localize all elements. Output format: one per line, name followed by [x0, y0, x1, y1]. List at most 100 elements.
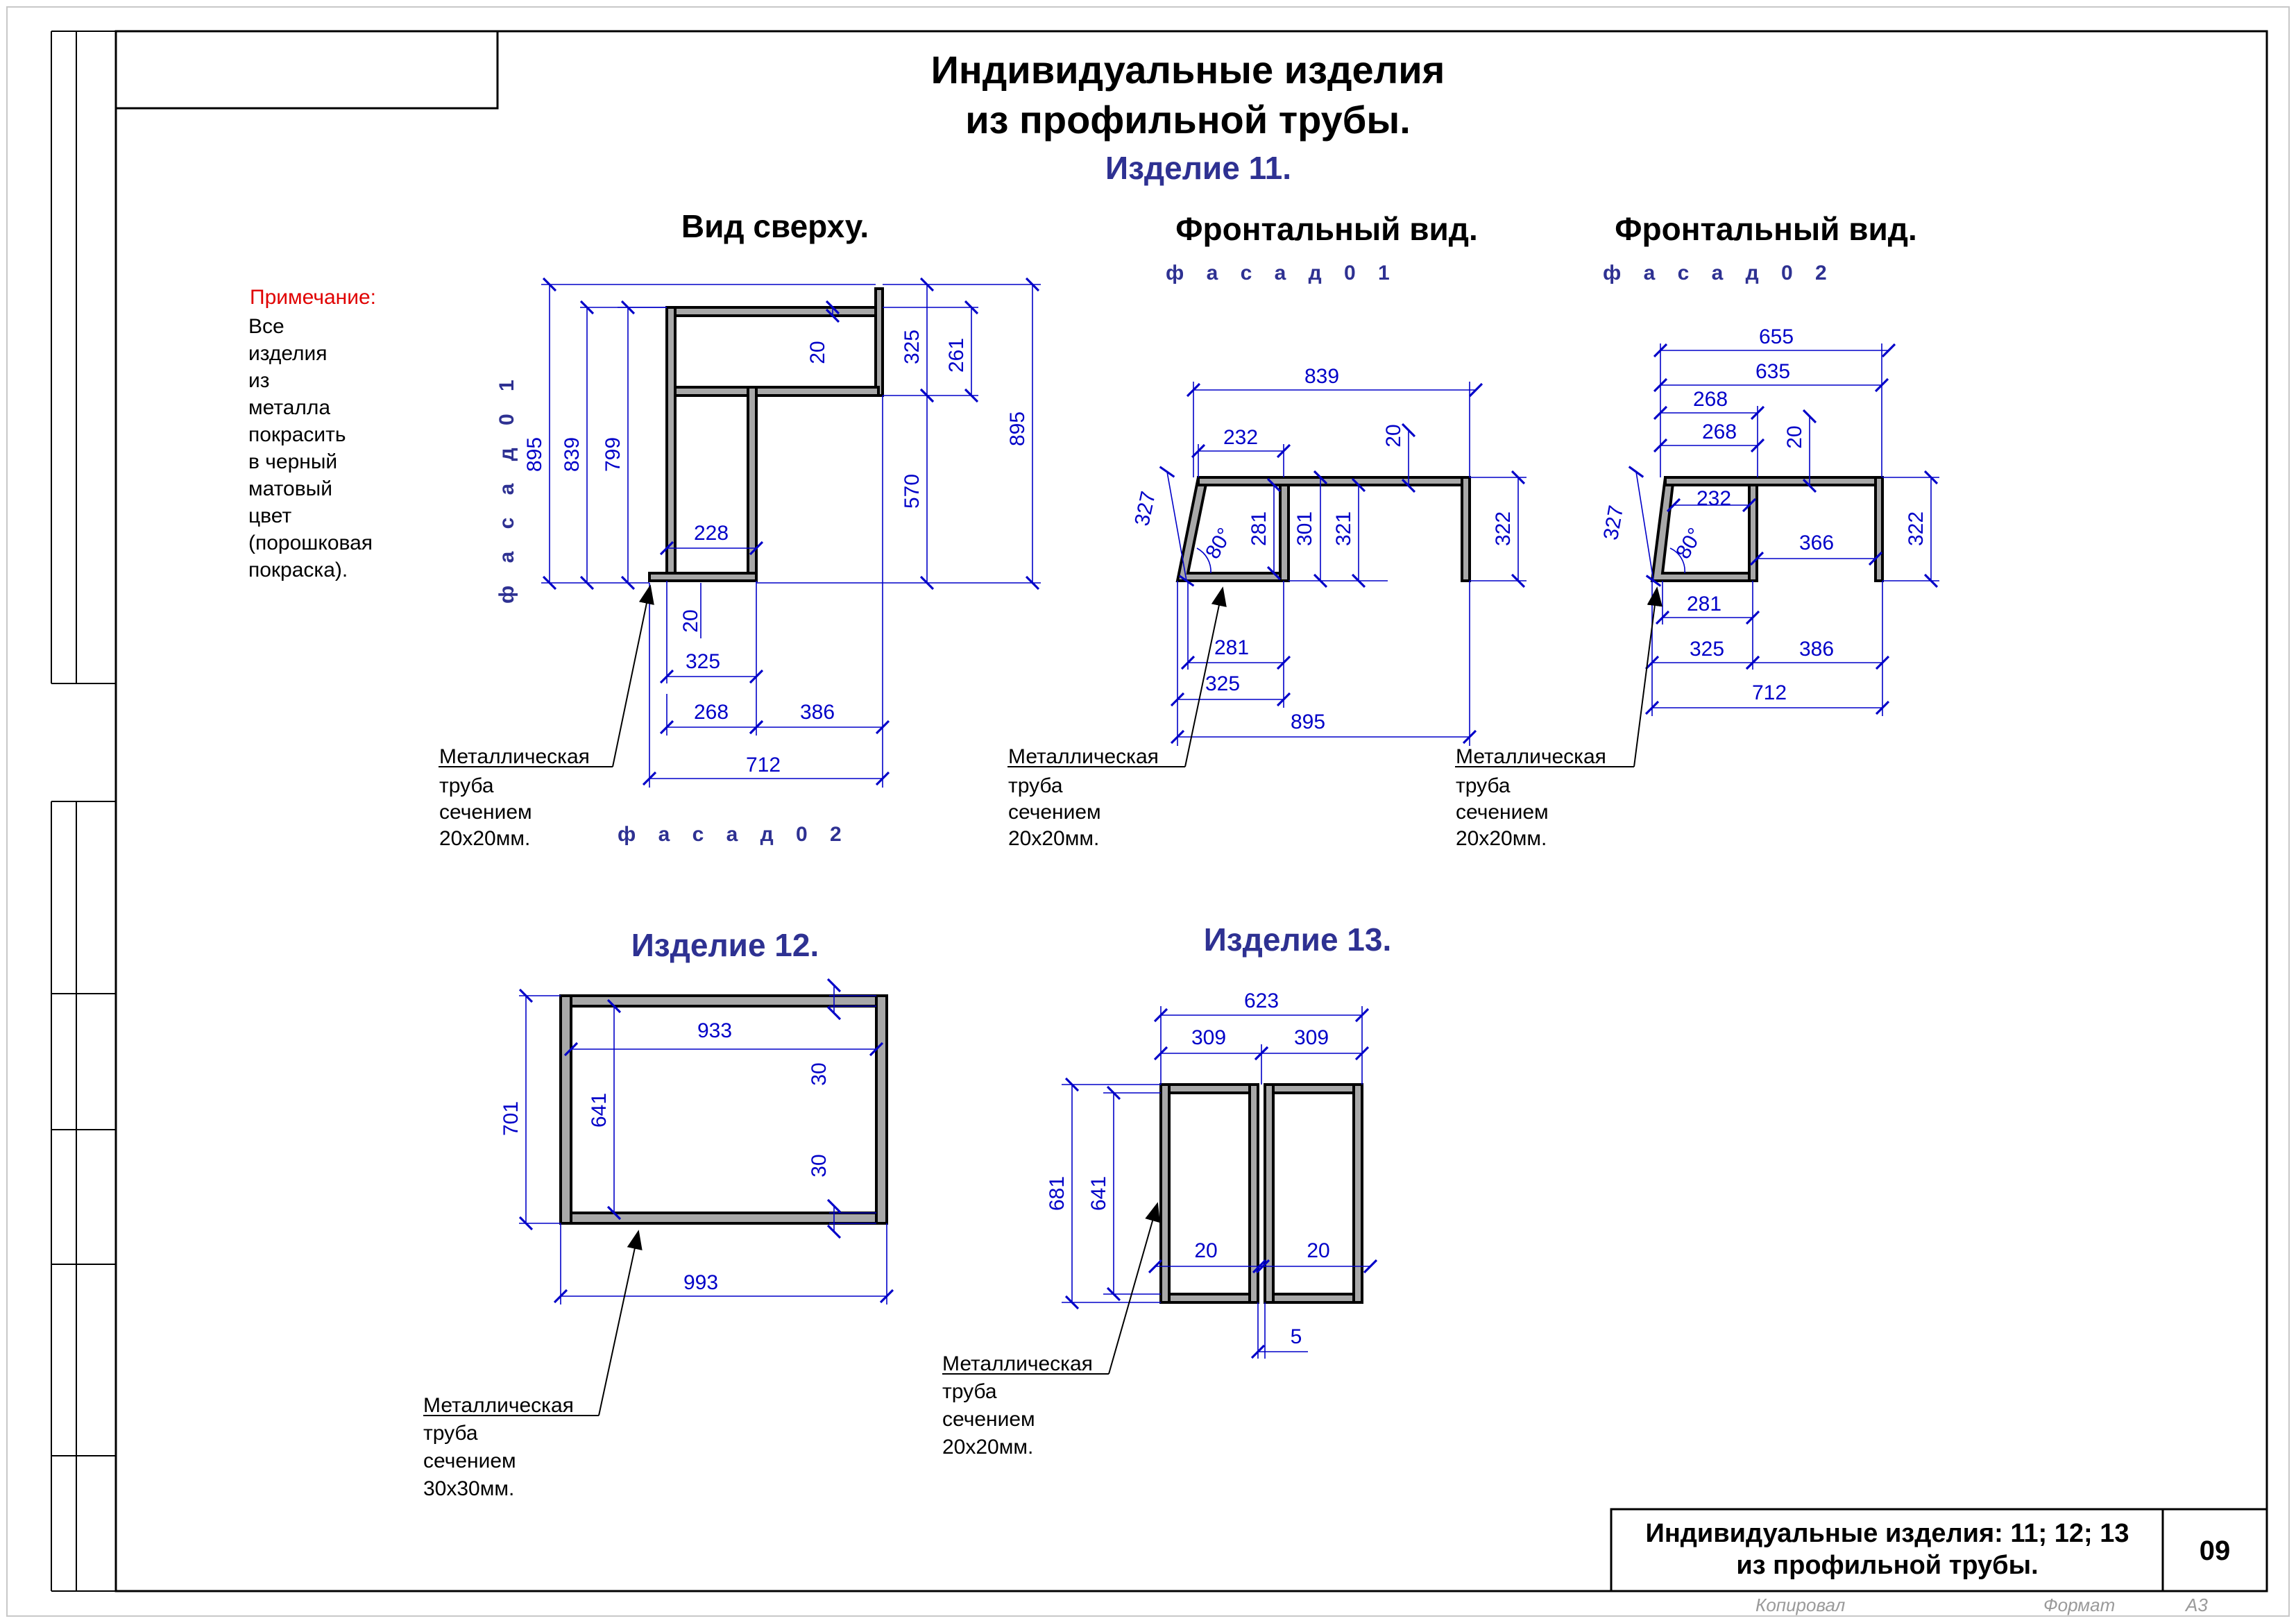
dim-label: 309 [1191, 1026, 1226, 1049]
dim-label: 712 [1752, 681, 1787, 704]
dim-label: 839 [1304, 365, 1339, 388]
callout-text: Металлическая [423, 1394, 574, 1417]
dim-label: 641 [588, 1093, 611, 1128]
dim-label: 232 [1697, 487, 1731, 510]
callout-text: труба [942, 1380, 997, 1403]
dim-label: 281 [1214, 636, 1249, 659]
pipe-segment [559, 1212, 888, 1225]
pipe-segment [648, 572, 758, 582]
item11-front-view-02: 655 635 268 268 20 327 232 80° 366 322 2… [1455, 325, 1939, 850]
note-line: Все [248, 315, 284, 338]
dim-label: 228 [694, 522, 729, 545]
item12-frame: 933 701 641 30 30 993 Металлическая труб… [423, 978, 894, 1500]
item13-heading: Изделие 13. [1204, 921, 1392, 958]
note-line: покрасить [248, 423, 346, 446]
dim-label: 681 [1046, 1176, 1069, 1211]
dim-label: 20 [1382, 424, 1405, 447]
dim-label: 20 [806, 341, 829, 364]
dim-label: 325 [901, 330, 924, 364]
facade-02-label-front: ф а с а д 0 2 [1603, 262, 1835, 284]
view-front1-title: Фронтальный вид. [1175, 211, 1478, 247]
facade-02-label-top: ф а с а д 0 2 [618, 823, 850, 846]
dim-label: 322 [1905, 511, 1928, 546]
callout-text: сечением [1456, 801, 1549, 824]
format-label: Формат [2043, 1595, 2115, 1615]
pipe-segment [665, 386, 880, 397]
dim-label: 20 [679, 609, 702, 632]
pipe-segment [1197, 476, 1470, 486]
note-line: в черный [248, 450, 337, 473]
dim-label: 301 [1293, 511, 1316, 546]
dim-label: 386 [800, 701, 835, 724]
dim-label: 325 [1690, 638, 1724, 661]
dim-label: 327 [1130, 489, 1160, 528]
callout-text: труба [423, 1422, 478, 1445]
pipe-segment [1874, 476, 1884, 582]
callout-text: Металлическая [1456, 745, 1606, 768]
pipe-segment [1279, 476, 1290, 582]
callout-text: труба [1008, 774, 1063, 797]
note-line: из [248, 369, 270, 392]
dim-label: 281 [1687, 593, 1721, 615]
dim-label: 366 [1799, 532, 1834, 554]
dim-label: 993 [683, 1271, 718, 1294]
note-line: цвет [248, 504, 291, 527]
door-frame-left [1159, 1083, 1259, 1304]
pipe-segment [874, 287, 884, 397]
format-value: A3 [2184, 1595, 2208, 1615]
item11-heading: Изделие 11. [1105, 150, 1291, 186]
dim-label: 712 [746, 754, 781, 776]
dim-label: 261 [945, 338, 968, 373]
dim-label: 321 [1332, 511, 1355, 546]
callout-text: сечением [1008, 801, 1101, 824]
callout-text: 20х20мм. [1456, 827, 1547, 850]
dim-label: 322 [1492, 511, 1515, 546]
dim-label: 268 [1702, 420, 1737, 443]
dim-label: 5 [1291, 1325, 1302, 1348]
callout-text: 20х20мм. [942, 1436, 1033, 1459]
pipe-segment [559, 994, 572, 1225]
dim-label: 30 [808, 1154, 831, 1177]
dim-label: 623 [1244, 989, 1279, 1012]
dim-label: 325 [1205, 672, 1240, 695]
item11-front-view-01: 839 232 20 327 80° 281 301 321 322 281 3… [1007, 365, 1527, 850]
callout-text: 20х20мм. [1008, 827, 1099, 850]
stamp-title-line1: Индивидуальные изделия: 11; 12; 13 [1646, 1519, 2129, 1548]
dim-label: 268 [694, 701, 729, 724]
dim-label: 895 [1291, 711, 1325, 733]
dim-label: 799 [602, 437, 624, 472]
callout-text: Металлическая [439, 745, 590, 768]
pipe-segment [747, 386, 758, 582]
item11-top-view: 895 839 799 20 325 261 895 570 228 20 32… [439, 277, 1041, 850]
note-heading: Примечание: [250, 286, 376, 309]
pipe-segment [1461, 476, 1471, 582]
dim-label: 232 [1223, 426, 1258, 449]
dim-label: 325 [686, 650, 720, 673]
view-top-title: Вид сверху. [681, 208, 869, 244]
dim-label: 570 [901, 474, 924, 509]
facade-01-label-front: ф а с а д 0 1 [1166, 262, 1398, 284]
pipe-segment [665, 306, 880, 317]
view-front2-title: Фронтальный вид. [1615, 211, 1917, 247]
dim-label: 895 [523, 437, 546, 472]
callout-text: сечением [942, 1408, 1035, 1431]
dim-label: 839 [561, 437, 584, 472]
dim-label: 635 [1755, 360, 1790, 383]
callout-text: 20х20мм. [439, 827, 530, 850]
dim-label: 281 [1248, 511, 1270, 546]
dim-label: 309 [1294, 1026, 1329, 1049]
sheet-title-line2: из профильной трубы. [965, 98, 1411, 142]
dim-label: 30 [808, 1062, 831, 1085]
callout-text: Металлическая [1008, 745, 1159, 768]
note-line: металла [248, 396, 330, 419]
dim-label: 20 [1783, 425, 1806, 448]
dim-label: 701 [500, 1101, 522, 1136]
pipe-segment [875, 994, 888, 1225]
note-line: (порошковая [248, 532, 373, 554]
pipe-segment [559, 994, 888, 1008]
dim-label: 327 [1599, 504, 1628, 542]
dim-label: 20 [1307, 1239, 1329, 1262]
stamp-title-line2: из профильной трубы. [1736, 1551, 2038, 1580]
item12-heading: Изделие 12. [631, 927, 819, 963]
